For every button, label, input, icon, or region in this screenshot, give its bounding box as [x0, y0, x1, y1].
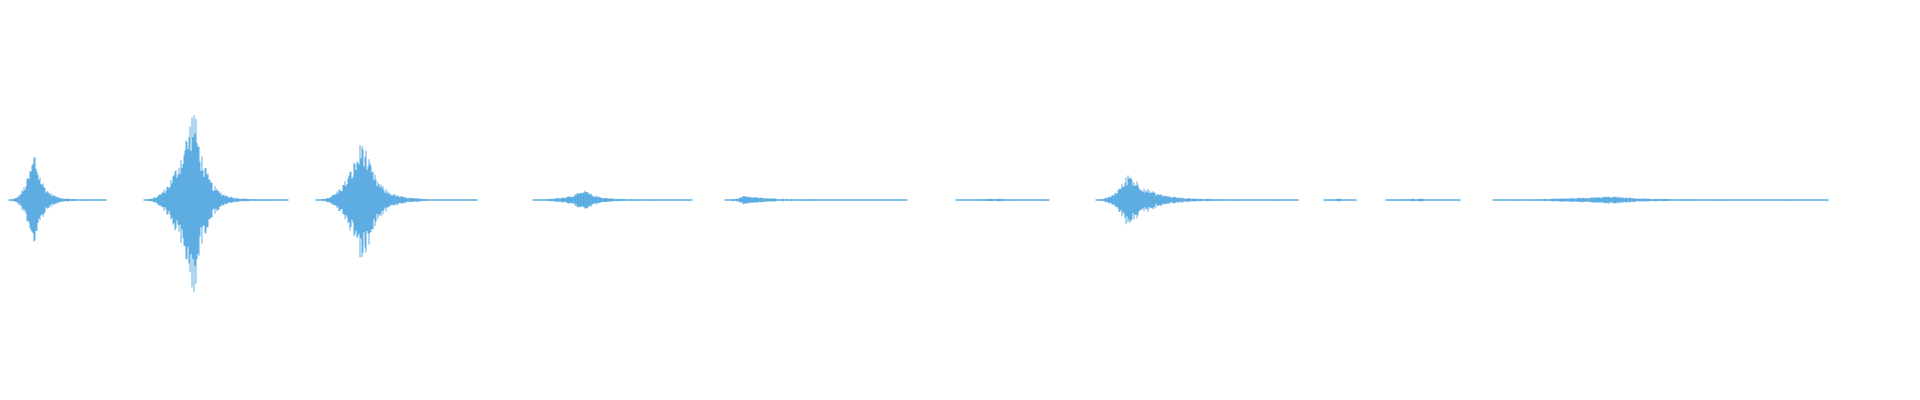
waveform-burst-5 [724, 196, 908, 205]
waveform-path [532, 190, 693, 209]
waveform-burst-10 [1492, 196, 1829, 204]
waveform-burst-2 [143, 115, 289, 292]
waveform-path [8, 157, 107, 242]
waveform-path [955, 198, 1050, 202]
waveform-path [315, 145, 478, 258]
waveform-burst-7 [1095, 175, 1299, 225]
waveform-burst-1 [8, 157, 107, 242]
waveform-path [1095, 175, 1299, 225]
waveform-path [1385, 198, 1461, 202]
waveform-burst-3 [315, 145, 478, 258]
waveform-path [1492, 196, 1829, 204]
waveform-burst-6 [955, 198, 1050, 202]
waveform-burst-9 [1385, 198, 1461, 202]
waveform-path [724, 196, 908, 205]
waveform-path [143, 115, 289, 292]
waveform-burst-4 [532, 190, 693, 209]
waveform-path [1323, 198, 1357, 202]
waveform-burst-8 [1323, 198, 1357, 202]
